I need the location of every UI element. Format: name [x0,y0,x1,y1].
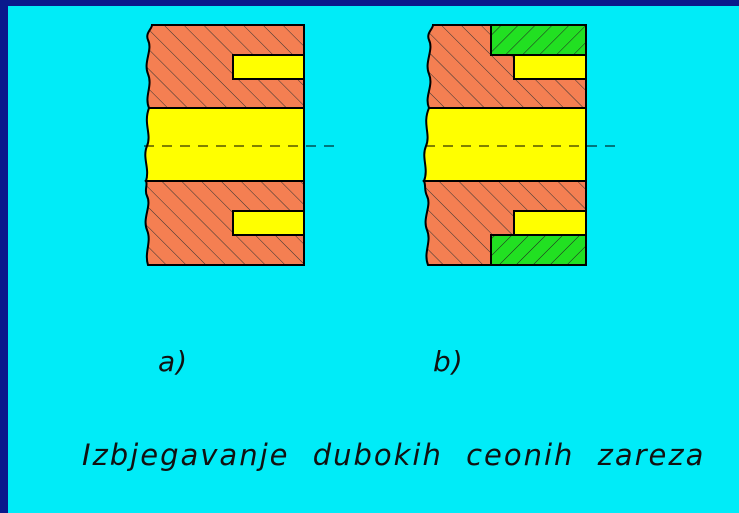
figure-b [422,24,622,266]
figure-b-top-groove [513,54,587,80]
figure-b-bottom-insert [490,234,587,266]
figure-a-label: a) [158,345,189,378]
figure-b-bottom-groove [513,210,587,236]
figure-b-top-insert [490,24,587,56]
figure-a-top-groove [232,54,305,80]
figure-a-top-block [145,24,305,109]
figure-b-bore [422,107,587,182]
slide-background [8,6,739,513]
figure-a-bore [144,107,305,182]
figure-b-label: b) [433,345,464,378]
figure-a-bottom-groove [232,210,305,236]
figure-a-bottom-block [144,180,305,266]
slide-caption: Izbjegavanje dubokih ceonih zareza [82,438,706,472]
figure-a [144,24,342,266]
